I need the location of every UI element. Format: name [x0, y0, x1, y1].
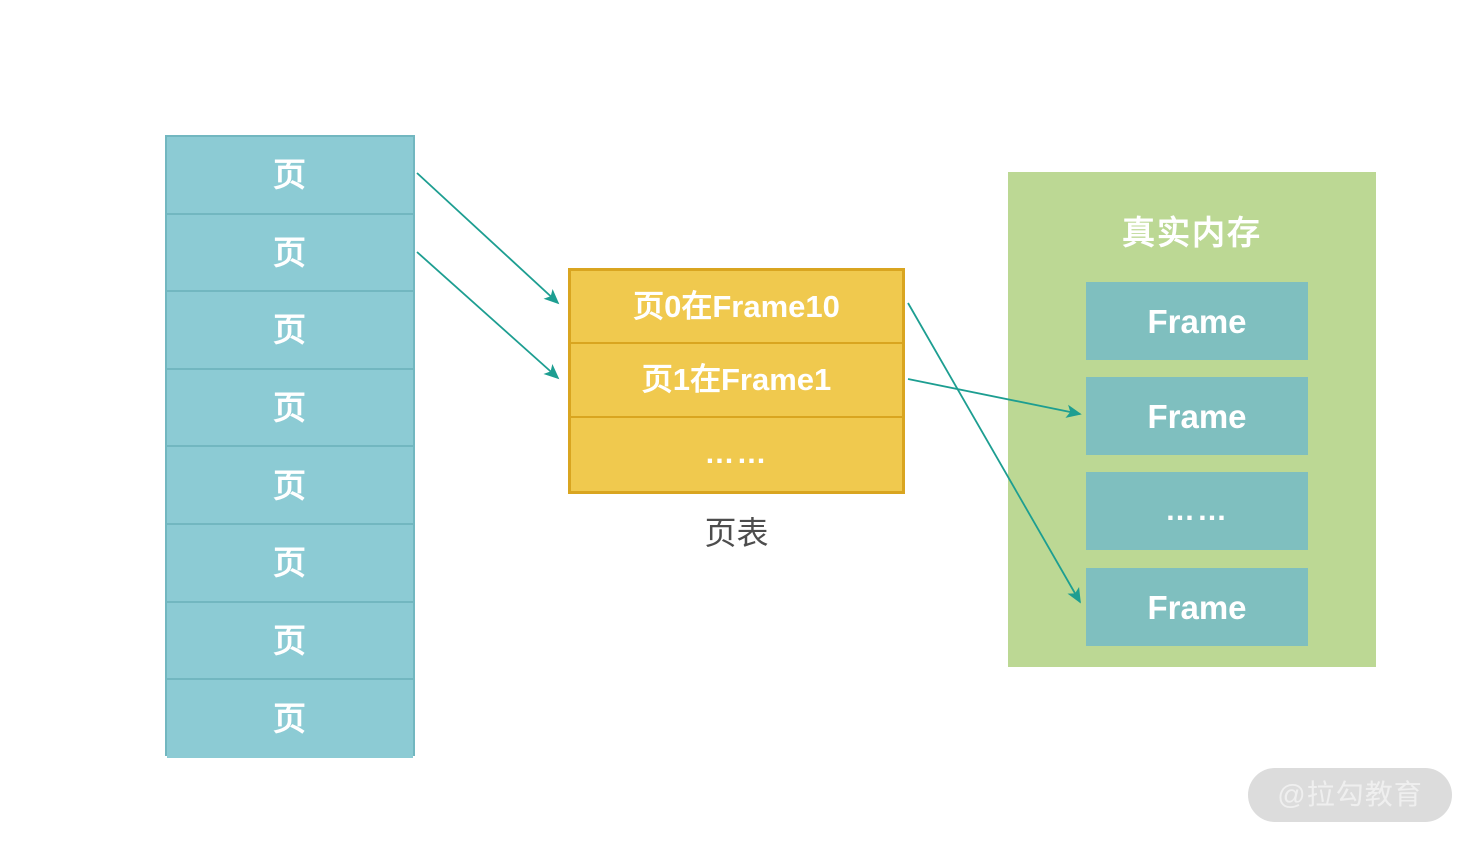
arrow-page0-to-table-row0 [416, 172, 560, 305]
page-cell-label: 页 [273, 389, 307, 427]
memory-frame-label: Frame [1147, 302, 1247, 340]
page-cell: 页 [167, 137, 413, 215]
page-cell-label: 页 [273, 621, 307, 659]
physical-memory-title: 真实内存 [1122, 214, 1262, 251]
page-cell: 页 [167, 602, 413, 681]
memory-frame-label: Frame [1147, 397, 1247, 435]
arrow-page1-to-table-row1 [416, 251, 560, 380]
page-table-row-ellipsis: …… [704, 437, 769, 471]
watermark: @拉勾教育 [1248, 768, 1452, 822]
page-table-row: 页0在Frame10 [571, 271, 902, 345]
page-table-row: 页1在Frame1 [571, 344, 902, 418]
page-table-row-label: 页0在Frame10 [633, 289, 840, 325]
page-table: 页0在Frame10 页1在Frame1 …… [568, 268, 905, 494]
memory-frame-ellipsis: …… [1165, 494, 1229, 527]
page-cell: 页 [167, 369, 413, 448]
page-cell-label: 页 [273, 700, 307, 738]
memory-frame-label: Frame [1147, 588, 1247, 626]
page-cell: 页 [167, 680, 413, 758]
page-cell-label: 页 [273, 233, 307, 271]
virtual-pages-column: 页 页 页 页 页 页 页 页 [165, 135, 415, 758]
watermark-text: @拉勾教育 [1277, 779, 1423, 810]
page-cell: 页 [167, 524, 413, 603]
page-cell: 页 [167, 292, 413, 370]
memory-frame: Frame [1086, 282, 1308, 360]
page-cell: 页 [167, 214, 413, 293]
page-cell-label: 页 [273, 311, 307, 349]
page-table-row-label: 页1在Frame1 [641, 362, 832, 398]
page-table-caption: 页表 [704, 515, 769, 551]
memory-frame: Frame [1086, 568, 1308, 646]
page-cell-label: 页 [273, 466, 307, 504]
memory-frame: Frame [1086, 377, 1308, 455]
page-table-row: …… [571, 417, 902, 491]
memory-frame: …… [1086, 472, 1308, 550]
page-cell-label: 页 [273, 544, 307, 582]
page-cell: 页 [167, 447, 413, 525]
physical-memory-panel: 真实内存 Frame Frame …… Frame [1008, 172, 1376, 667]
page-cell-label: 页 [273, 156, 307, 194]
